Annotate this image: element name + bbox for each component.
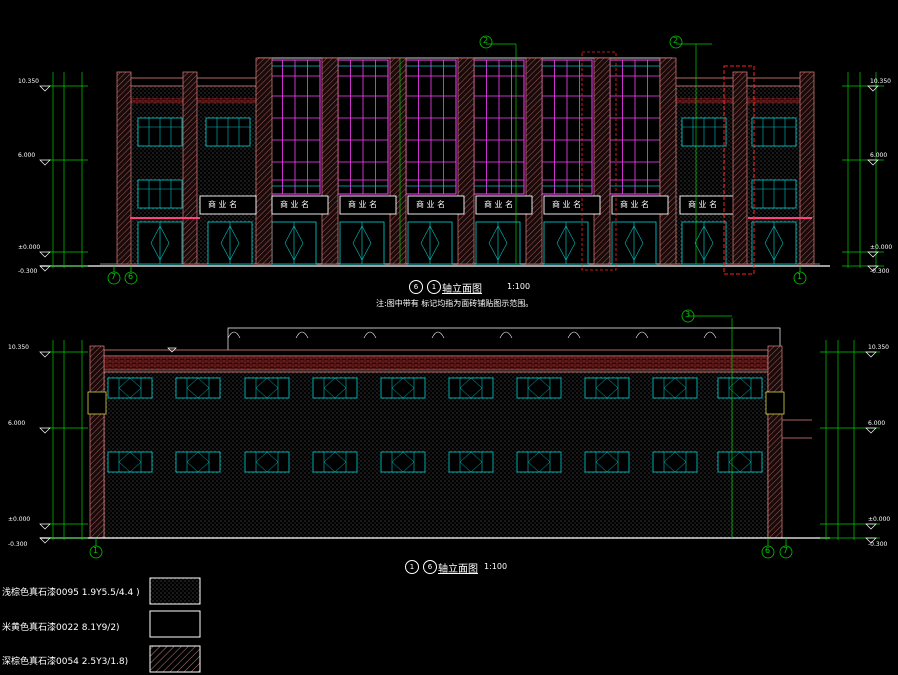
facade-pier xyxy=(321,57,339,265)
parapet-detail xyxy=(499,331,513,339)
facade-pier xyxy=(389,57,407,265)
elevation-window xyxy=(516,377,562,399)
top-level-left-3: ±0.000 xyxy=(18,244,41,251)
shop-sign-label: 商 业 名 xyxy=(416,200,446,209)
facade-pier xyxy=(593,57,611,265)
bottom-elevation-title: 轴立面图 xyxy=(438,564,478,575)
shop-sign-board xyxy=(199,195,257,215)
elevation-window xyxy=(244,451,290,473)
elevation-window xyxy=(448,451,494,473)
top-level-right-2: 6.000 xyxy=(870,152,888,159)
top-level-right-3: ±0.000 xyxy=(870,244,893,251)
parapet-detail xyxy=(703,331,717,339)
bottom-axis-left: 1 xyxy=(93,546,99,555)
bottom-axis-right-b: 7 xyxy=(783,546,789,555)
elevation-window xyxy=(717,377,763,399)
elevation-window xyxy=(312,377,358,399)
shop-sign-board xyxy=(543,195,601,215)
elevation-bottom xyxy=(39,309,880,559)
top-title-circle-b: 1 xyxy=(427,280,441,294)
shop-sign-label: 商 业 名 xyxy=(348,200,378,209)
top-elevation-title: 轴立面图 xyxy=(442,284,482,295)
elevation-window xyxy=(652,451,698,473)
top-title-circle-a: 6 xyxy=(409,280,423,294)
facade-pier xyxy=(457,57,475,265)
legend-item-3: 深棕色真石漆0054 2.5Y3/1.8) xyxy=(2,657,129,667)
bottom-level-right-3: ±0.000 xyxy=(868,516,891,523)
elevation-window xyxy=(175,451,221,473)
bottom-level-left-2: 6.000 xyxy=(8,420,26,427)
bottom-title-circle-a: 1 xyxy=(405,560,419,574)
bottom-level-right-4: -0.300 xyxy=(868,541,888,548)
top-level-left-1: 10.350 xyxy=(18,78,39,85)
elevation-window xyxy=(175,377,221,399)
bottom-level-left-3: ±0.000 xyxy=(8,516,31,523)
facade-pier xyxy=(255,57,273,265)
top-axis-left-b: 6 xyxy=(128,272,134,281)
shop-sign-label: 商 业 名 xyxy=(620,200,650,209)
elevation-window xyxy=(107,451,153,473)
top-level-left-4: -0.300 xyxy=(18,268,38,275)
top-level-right-1: 10.350 xyxy=(870,78,891,85)
bottom-title-circle-b: 6 xyxy=(423,560,437,574)
elevation-window xyxy=(107,377,153,399)
top-level-left-2: 6.000 xyxy=(18,152,36,159)
parapet-detail xyxy=(363,331,377,339)
elevation-window xyxy=(717,451,763,473)
shop-sign-board xyxy=(475,195,533,215)
bottom-elevation-scale: 1:100 xyxy=(484,562,508,571)
elevation-window xyxy=(448,377,494,399)
elevation-top xyxy=(39,35,884,285)
top-callout-b: 2 xyxy=(673,36,679,45)
shop-sign-board xyxy=(339,195,397,215)
bottom-level-right-1: 10.350 xyxy=(868,344,889,351)
top-axis-left-a: 7 xyxy=(111,272,117,281)
shop-sign-label: 商 业 名 xyxy=(484,200,514,209)
parapet-detail xyxy=(431,331,445,339)
shop-sign-label: 商 业 名 xyxy=(688,200,718,209)
parapet-detail xyxy=(227,331,241,339)
elevation-window xyxy=(652,377,698,399)
shop-sign-board xyxy=(407,195,465,215)
elevation-window xyxy=(584,451,630,473)
top-elevation-scale: 1:100 xyxy=(507,282,531,291)
legend-item-2: 米黄色真石漆0022 8.1Y9/2) xyxy=(2,623,120,633)
top-callout-a: 2 xyxy=(483,36,489,45)
shop-sign-board xyxy=(271,195,329,215)
parapet-detail xyxy=(635,331,649,339)
elevation-window xyxy=(516,451,562,473)
bottom-callout: 3 xyxy=(685,310,691,319)
top-axis-right: 1 xyxy=(797,272,803,281)
parapet-detail xyxy=(567,331,581,339)
elevation-window xyxy=(584,377,630,399)
shop-sign-label: 商 业 名 xyxy=(208,200,238,209)
elevation-window xyxy=(380,451,426,473)
bottom-level-right-2: 6.000 xyxy=(868,420,886,427)
facade-pier xyxy=(525,57,543,265)
elevation-window xyxy=(312,451,358,473)
top-level-right-4: -0.300 xyxy=(870,268,890,275)
top-elevation-note: 注:图中带有 标记均指为面砖铺贴图示范围。 xyxy=(376,299,534,308)
facade-pier xyxy=(659,57,677,265)
bottom-axis-right-a: 6 xyxy=(765,546,771,555)
elevation-window xyxy=(380,377,426,399)
parapet-detail xyxy=(295,331,309,339)
shop-sign-label: 商 业 名 xyxy=(552,200,582,209)
legend-item-1: 浅棕色真石漆0095 1.9Y5.5/4.4 ) xyxy=(2,588,140,598)
bottom-level-left-1: 10.350 xyxy=(8,344,29,351)
shop-sign-label: 商 业 名 xyxy=(280,200,310,209)
legend-swatches xyxy=(149,577,201,673)
shop-sign-board xyxy=(611,195,669,215)
elevation-window xyxy=(244,377,290,399)
bottom-level-left-4: -0.300 xyxy=(8,541,28,548)
